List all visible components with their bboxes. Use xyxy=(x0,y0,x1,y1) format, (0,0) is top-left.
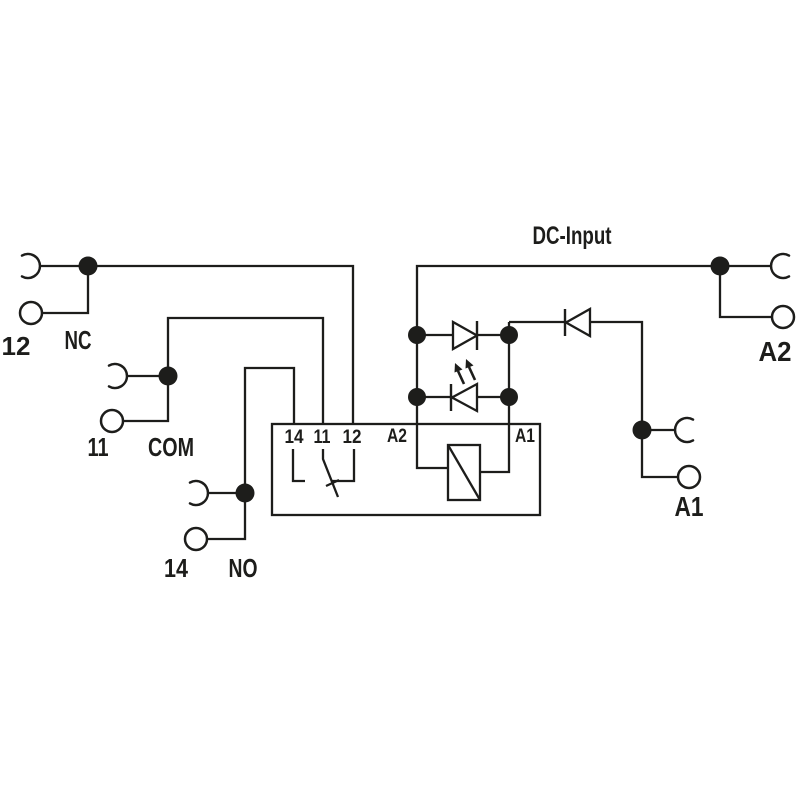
contact-lever xyxy=(321,449,340,498)
wires xyxy=(40,264,772,541)
junction-dot-nc xyxy=(78,256,98,276)
series-diode-triangle xyxy=(563,307,592,338)
series-diode-symbol xyxy=(563,307,592,338)
wire-nc-to-pin12 xyxy=(40,264,355,424)
clamp-arc-com xyxy=(107,362,129,390)
wire-series-diode-branch xyxy=(509,320,644,430)
terminal-number-11: 11 xyxy=(88,432,109,462)
terminal-name-no: NO xyxy=(229,553,258,583)
labels: DC-Input 12 NC 11 COM 14 NO A2 A1 14 11 … xyxy=(2,222,792,583)
led-arrow2-head xyxy=(465,359,474,369)
clamp-arc-a1 xyxy=(673,416,695,444)
status-led-symbol xyxy=(449,359,479,413)
terminal-clamps xyxy=(20,252,791,507)
junction-dot-led-right xyxy=(500,388,518,406)
relay-pin-label-14: 14 xyxy=(285,427,304,448)
led-arrow1-head xyxy=(454,363,463,373)
junction-dot-com xyxy=(158,366,178,386)
led-triangle xyxy=(449,382,479,413)
wire-a2-test-circle xyxy=(718,266,772,319)
wire-no-test-circle xyxy=(207,493,247,541)
terminal-name-com: COM xyxy=(148,432,194,462)
relay-pin-label-12: 12 xyxy=(343,427,362,448)
junction-dot-a1 xyxy=(632,420,652,440)
junction-dot-diode-left xyxy=(408,326,426,344)
relay-block xyxy=(270,422,542,517)
clamp-arc-nc xyxy=(20,252,42,280)
terminal-circles xyxy=(18,300,796,552)
led-arrow2-shaft xyxy=(467,366,477,381)
junction-dot-led-left xyxy=(408,388,426,406)
junction-dot-no xyxy=(235,483,255,503)
wire-nc-test-circle xyxy=(42,266,90,315)
clamp-arc-no xyxy=(188,479,210,507)
terminal-circle-nc xyxy=(18,300,44,326)
contact-lever-tick xyxy=(325,478,340,488)
terminal-name-a1: A1 xyxy=(675,491,704,522)
terminal-number-14: 14 xyxy=(164,553,188,583)
wire-com-test-circle xyxy=(123,376,170,423)
terminal-circle-com xyxy=(99,408,125,434)
relay-pin-label-11: 11 xyxy=(314,427,331,448)
wire-no-to-pin14 xyxy=(243,366,296,493)
led-arrow1-shaft xyxy=(456,370,466,385)
relay-coil-symbol xyxy=(446,443,482,502)
terminal-name-a2: A2 xyxy=(759,336,792,367)
junction-dot-a2 xyxy=(710,256,730,276)
coil-diagonal xyxy=(447,444,481,501)
terminal-number-12: 12 xyxy=(2,331,31,361)
clamp-arc-a2 xyxy=(769,252,791,280)
protection-diode-triangle xyxy=(451,320,480,351)
junction-dots xyxy=(78,256,730,503)
relay-pin-label-a2: A2 xyxy=(387,426,407,447)
junction-dot-diode-right xyxy=(500,326,518,344)
protection-diode-symbol xyxy=(451,320,480,351)
wire-coil-a1-internal xyxy=(480,424,511,474)
relay-pin-label-a1: A1 xyxy=(515,426,535,447)
changeover-contact-symbol xyxy=(291,449,356,498)
terminal-circle-no xyxy=(183,526,209,552)
relay-block-outline xyxy=(270,422,542,517)
wire-a1-test-circle xyxy=(640,430,678,479)
wire-dcinput-a2-feed xyxy=(415,264,771,424)
terminal-name-nc: NC xyxy=(65,325,92,355)
contact-no-fixed xyxy=(291,449,305,483)
terminal-circle-a1 xyxy=(676,464,702,490)
wire-com-to-pin11 xyxy=(166,316,325,424)
wire-coil-a2-internal xyxy=(415,424,448,470)
terminal-circle-a2 xyxy=(770,304,796,330)
dc-input-label: DC-Input xyxy=(533,222,612,250)
led-light-arrow-icon xyxy=(454,359,477,385)
